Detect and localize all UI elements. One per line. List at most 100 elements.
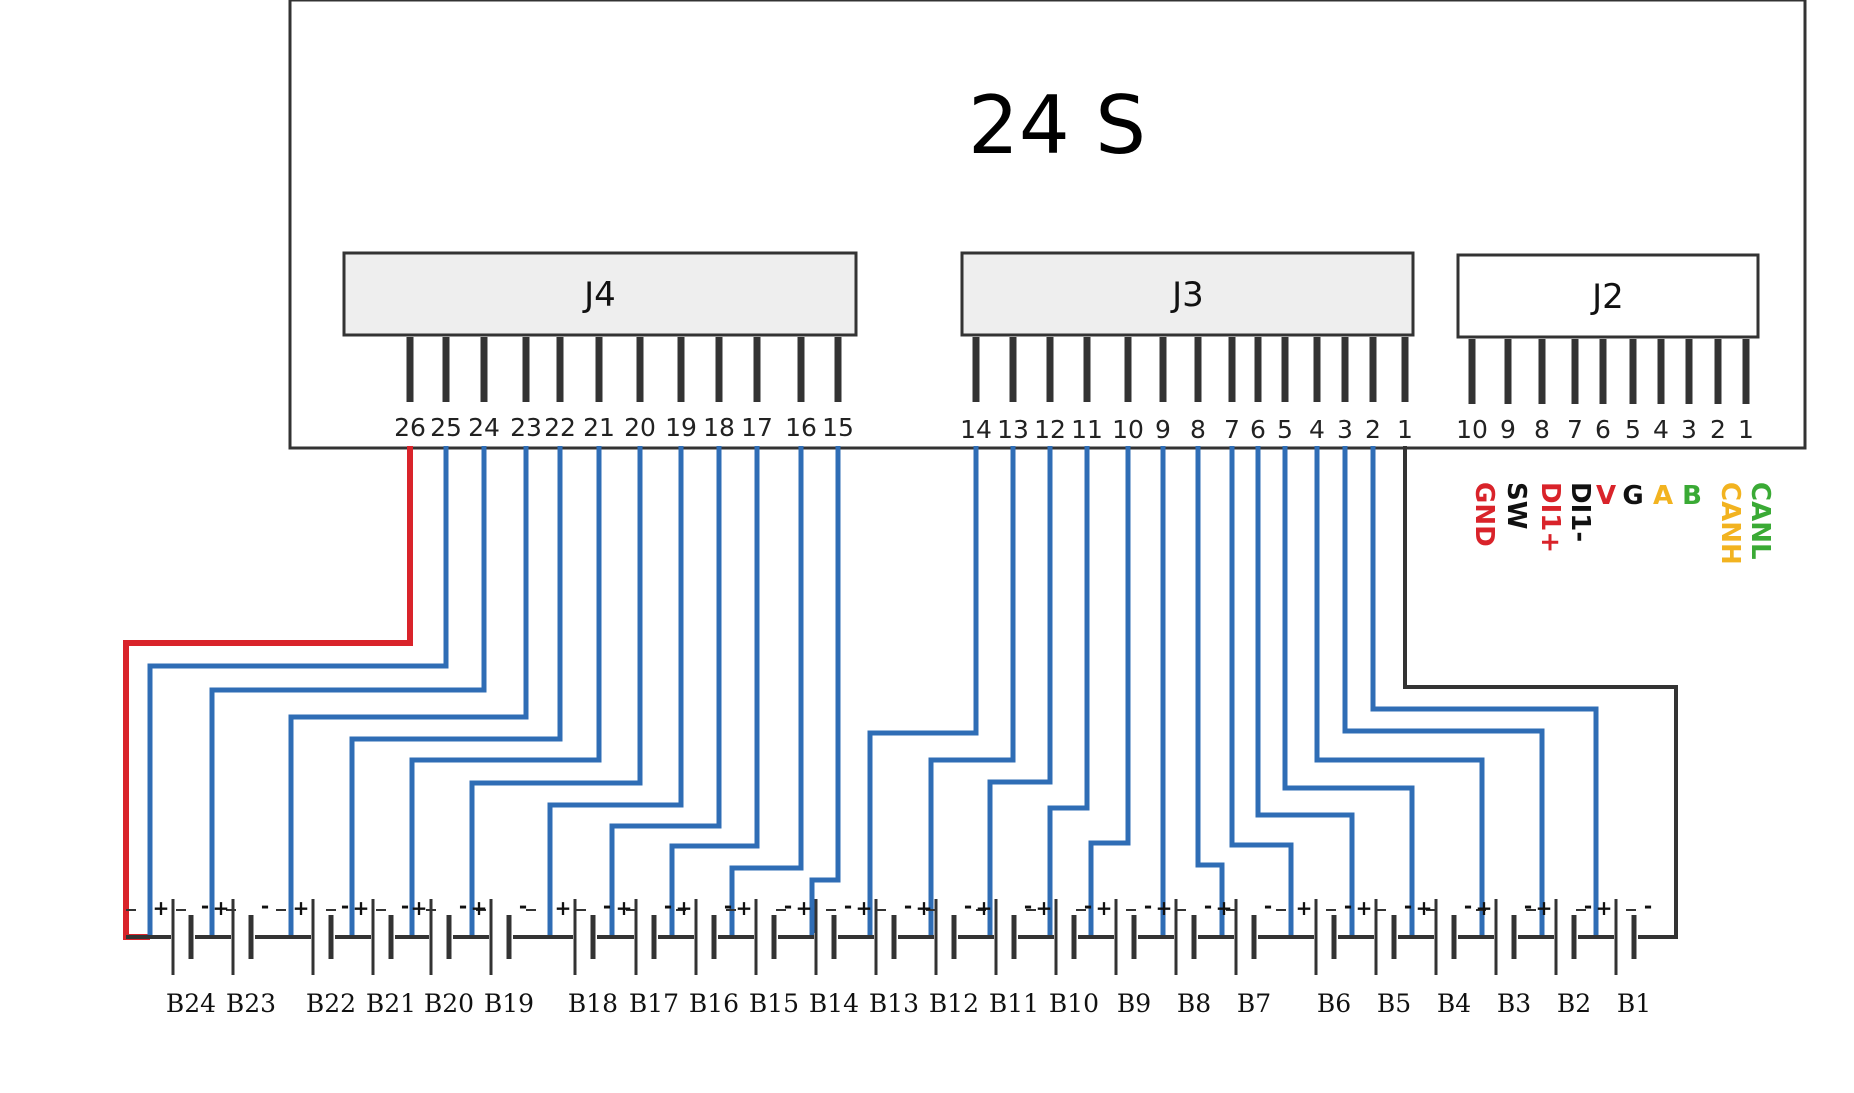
cell-plus-sign: + [1296, 896, 1313, 920]
wire-pin-3 [1342, 446, 1545, 937]
j2-pin-label: 4 [1653, 415, 1669, 444]
connector-j4-label: J4 [582, 275, 616, 315]
cell-plus-sign: + [555, 896, 572, 920]
wire-pin-24 [209, 446, 487, 937]
cell-minus-sign: - [1204, 894, 1212, 918]
battery-cell-label: B16 [689, 989, 739, 1018]
j3-pin-label: 2 [1365, 415, 1381, 444]
cell-minus-sign: - [1584, 894, 1592, 918]
cell-minus-sign: - [261, 894, 269, 918]
j3-pin-label: 6 [1250, 415, 1266, 444]
cell-gap [994, 933, 1018, 941]
connector-j2-body [1456, 253, 1760, 339]
battery-cell-b5: + - B5 [1356, 894, 1413, 1018]
connector-j3-body [960, 251, 1415, 337]
j2-pin-label: 5 [1625, 415, 1641, 444]
battery-cell-label: B3 [1497, 989, 1531, 1018]
cell-plus-sign: + [1356, 896, 1373, 920]
wire-pin-20 [469, 446, 643, 937]
cell-gap [371, 933, 395, 941]
wire-pin-4 [1314, 446, 1485, 937]
wire-pin-15 [809, 446, 841, 937]
battery-cell-label: B22 [306, 989, 356, 1018]
cell-plus-sign: + [1536, 896, 1553, 920]
battery-cell-label: B21 [366, 989, 416, 1018]
cell-minus-sign: - [401, 894, 409, 918]
wire-pin-17 [669, 446, 760, 937]
j2-pin-label: 1 [1738, 415, 1754, 444]
cell-minus-sign: - [1404, 894, 1412, 918]
cell-plus-sign: + [213, 896, 230, 920]
battery-cell-b10: +-B10 [1036, 894, 1099, 1018]
wire-pin-16 [729, 446, 804, 937]
cell-minus-sign: - [519, 894, 527, 918]
cell-gap [634, 933, 658, 941]
j2-pin-label: 3 [1681, 415, 1697, 444]
cell-gap [1434, 933, 1458, 941]
battery-cell-b8: +-B8 [1156, 894, 1213, 1018]
j2-pin-label: 7 [1567, 415, 1583, 444]
battery-cell-b2: +-B2 [1536, 894, 1593, 1018]
wire-pin-11 [1047, 446, 1090, 937]
wire-pin-14 [867, 446, 979, 937]
wire-pin-18 [609, 446, 722, 937]
j2-signal-g: G [1622, 481, 1643, 511]
j2-pin-label: 6 [1595, 415, 1611, 444]
cell-minus-sign: - [603, 894, 611, 918]
cell-plus-sign: + [856, 896, 873, 920]
j3-pin-label: 8 [1190, 415, 1206, 444]
j3-pin-label: 10 [1112, 415, 1144, 444]
j2-signal-gnd: GND [1469, 482, 1499, 547]
j4-pin-label: 15 [822, 413, 854, 442]
cell-plus-sign: + [1096, 896, 1113, 920]
cell-plus-sign: + [1416, 896, 1433, 920]
cell-minus-sign: - [1644, 894, 1652, 918]
battery-cell-label: B4 [1437, 989, 1471, 1018]
cell-gap [311, 933, 335, 941]
cell-minus-sign: - [1084, 894, 1092, 918]
wire-pin-23 [288, 446, 529, 937]
cell-minus-sign: - [784, 894, 792, 918]
battery-cell-label: B17 [629, 989, 679, 1018]
cell-minus-sign: - [459, 894, 467, 918]
j3-pin-label: 13 [997, 415, 1029, 444]
cell-gap [1054, 933, 1078, 941]
cell-minus-sign: - [664, 894, 672, 918]
cell-gap [694, 933, 718, 941]
wire-pin-19 [547, 446, 684, 937]
j2-signal-b: B [1682, 481, 1702, 511]
battery-cell-b19: +-B19 [471, 894, 534, 1018]
j3-pin-label: 5 [1277, 415, 1293, 444]
cell-minus-sign: - [844, 894, 852, 918]
j2-pin-label: 10 [1456, 415, 1488, 444]
j4-pin-label: 23 [510, 413, 542, 442]
connector-j4: J4 [342, 251, 858, 337]
battery-cell-b4: +-B4 [1416, 894, 1473, 1018]
battery-cell-label: B6 [1317, 989, 1351, 1018]
cell-gap [754, 933, 778, 941]
cell-plus-sign: + [293, 896, 310, 920]
battery-cells: +-B24+-B23+-B22+-B21+-B20+-B19+-B18+-B17… [126, 894, 1676, 1018]
cell-plus-sign: + [736, 896, 753, 920]
cell-gap [489, 933, 513, 941]
battery-cell-label: B5 [1377, 989, 1411, 1018]
cell-minus-sign: - [341, 894, 349, 918]
battery-cell-label: B23 [226, 989, 276, 1018]
j3-pin-label: 9 [1155, 415, 1171, 444]
battery-cell-label: B13 [869, 989, 919, 1018]
cell-plus-sign: + [616, 896, 633, 920]
battery-cell-label: B9 [1117, 989, 1151, 1018]
cell-gap [1374, 933, 1398, 941]
cell-gap [1314, 933, 1338, 941]
wire-pin-22 [349, 446, 563, 937]
wire-pin-13 [928, 446, 1016, 937]
battery-cell-b7: +-B7 [1216, 894, 1273, 1018]
cell-plus-sign: + [1476, 896, 1493, 920]
j4-pin-label: 24 [468, 413, 500, 442]
battery-cell-label: B19 [484, 989, 534, 1018]
cell-gap [171, 933, 195, 941]
j4-pin-label: 18 [703, 413, 735, 442]
j2-signal-v: V [1596, 481, 1616, 511]
j2-signal-a: A [1653, 481, 1673, 511]
